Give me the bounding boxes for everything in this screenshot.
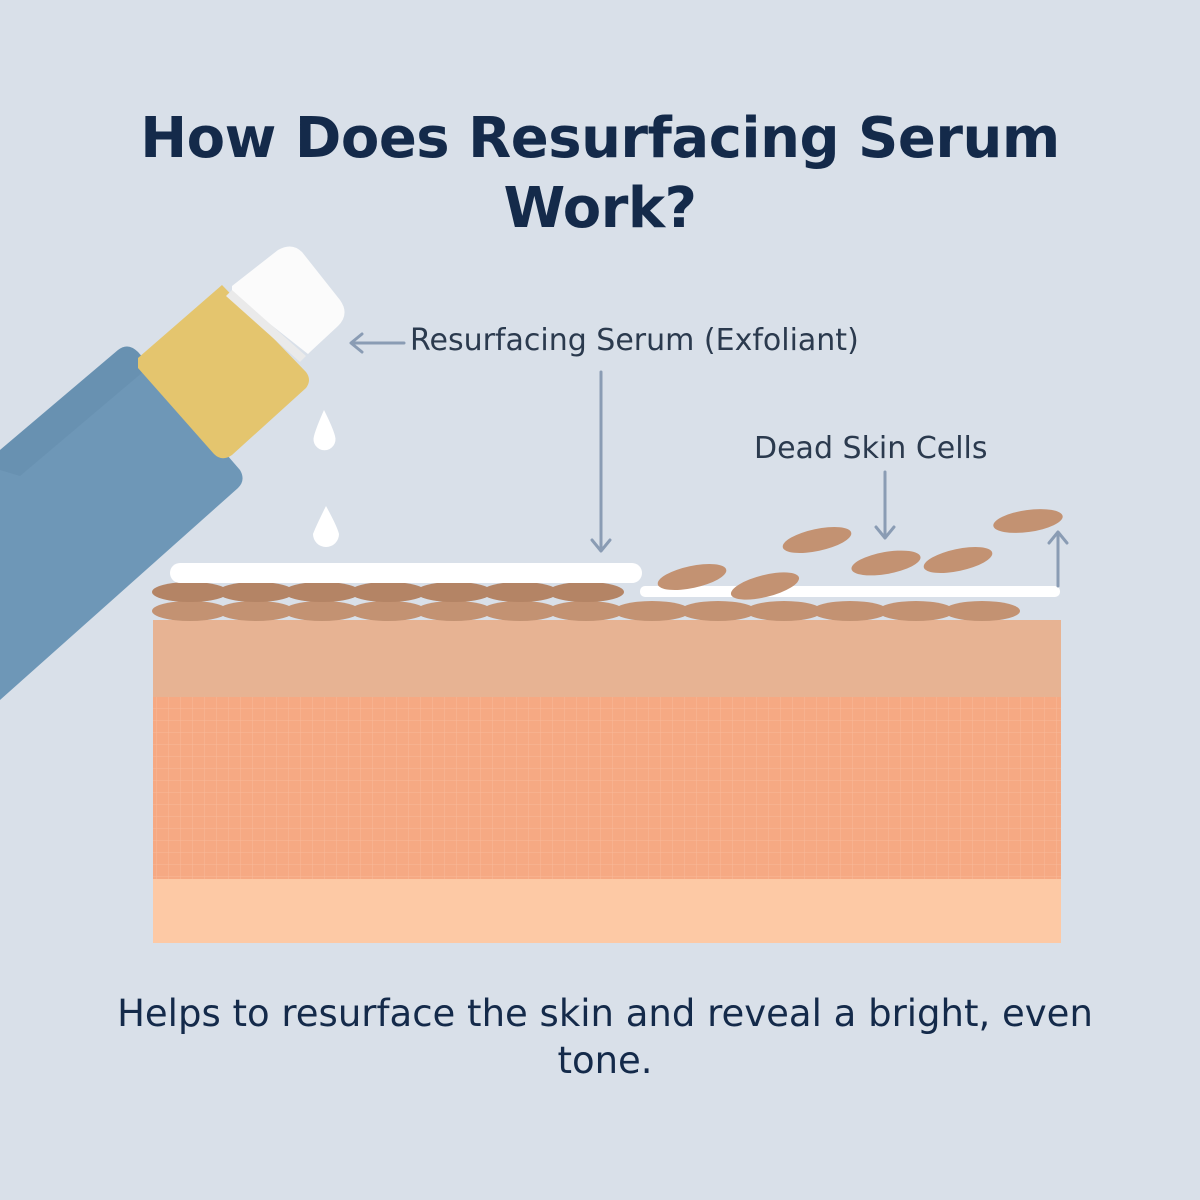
skin-cell <box>851 550 921 576</box>
serum-drop-icon <box>313 506 339 547</box>
skin-cell <box>284 582 360 602</box>
serum-layer <box>170 563 642 583</box>
skin-cell <box>284 601 360 621</box>
skin-cell <box>614 601 690 621</box>
serum-drops <box>313 410 339 547</box>
skin-cell <box>152 601 228 621</box>
arrow-icon <box>1047 530 1069 588</box>
skin-cell <box>548 582 624 602</box>
skin-cell <box>416 601 492 621</box>
skin-cell <box>680 601 756 621</box>
skin-cell <box>350 601 426 621</box>
skin-layer-top <box>153 620 1061 698</box>
serum-label: Resurfacing Serum (Exfoliant) <box>410 323 859 358</box>
page-title: How Does Resurfacing Serum Work? <box>140 106 1060 241</box>
skin-cell <box>944 601 1020 621</box>
skin-cell <box>782 527 852 553</box>
surface-cells <box>152 582 1020 621</box>
skin-cell <box>350 582 426 602</box>
skin-layer-bottom <box>153 879 1061 943</box>
skin-cell <box>482 601 558 621</box>
caption: Helps to resurface the skin and reveal a… <box>117 992 1093 1082</box>
serum-drop-icon <box>313 410 336 451</box>
skin-cell <box>746 601 822 621</box>
skin-cell <box>812 601 888 621</box>
skin-cell <box>152 582 228 602</box>
skin-cell <box>657 564 727 590</box>
skin-layer-middle-texture <box>153 697 1061 880</box>
dropper-bottle-icon <box>0 246 345 700</box>
dead-skin-cells-label: Dead Skin Cells <box>754 431 988 466</box>
skin-layers <box>153 620 1061 943</box>
arrow-icon <box>349 332 406 354</box>
annotation-arrows <box>349 332 1069 588</box>
skin-cell <box>218 601 294 621</box>
skin-cell <box>548 601 624 621</box>
skin-cell <box>482 582 558 602</box>
skin-cell <box>923 547 993 573</box>
skin-cell <box>878 601 954 621</box>
serum-thin-layer <box>640 586 1060 597</box>
skin-cell <box>416 582 492 602</box>
arrow-icon <box>590 370 612 553</box>
dead-skin-cells <box>657 509 1063 600</box>
skin-cell <box>218 582 294 602</box>
arrow-icon <box>874 470 896 540</box>
skin-cell <box>993 509 1063 533</box>
skin-cell <box>730 572 800 600</box>
